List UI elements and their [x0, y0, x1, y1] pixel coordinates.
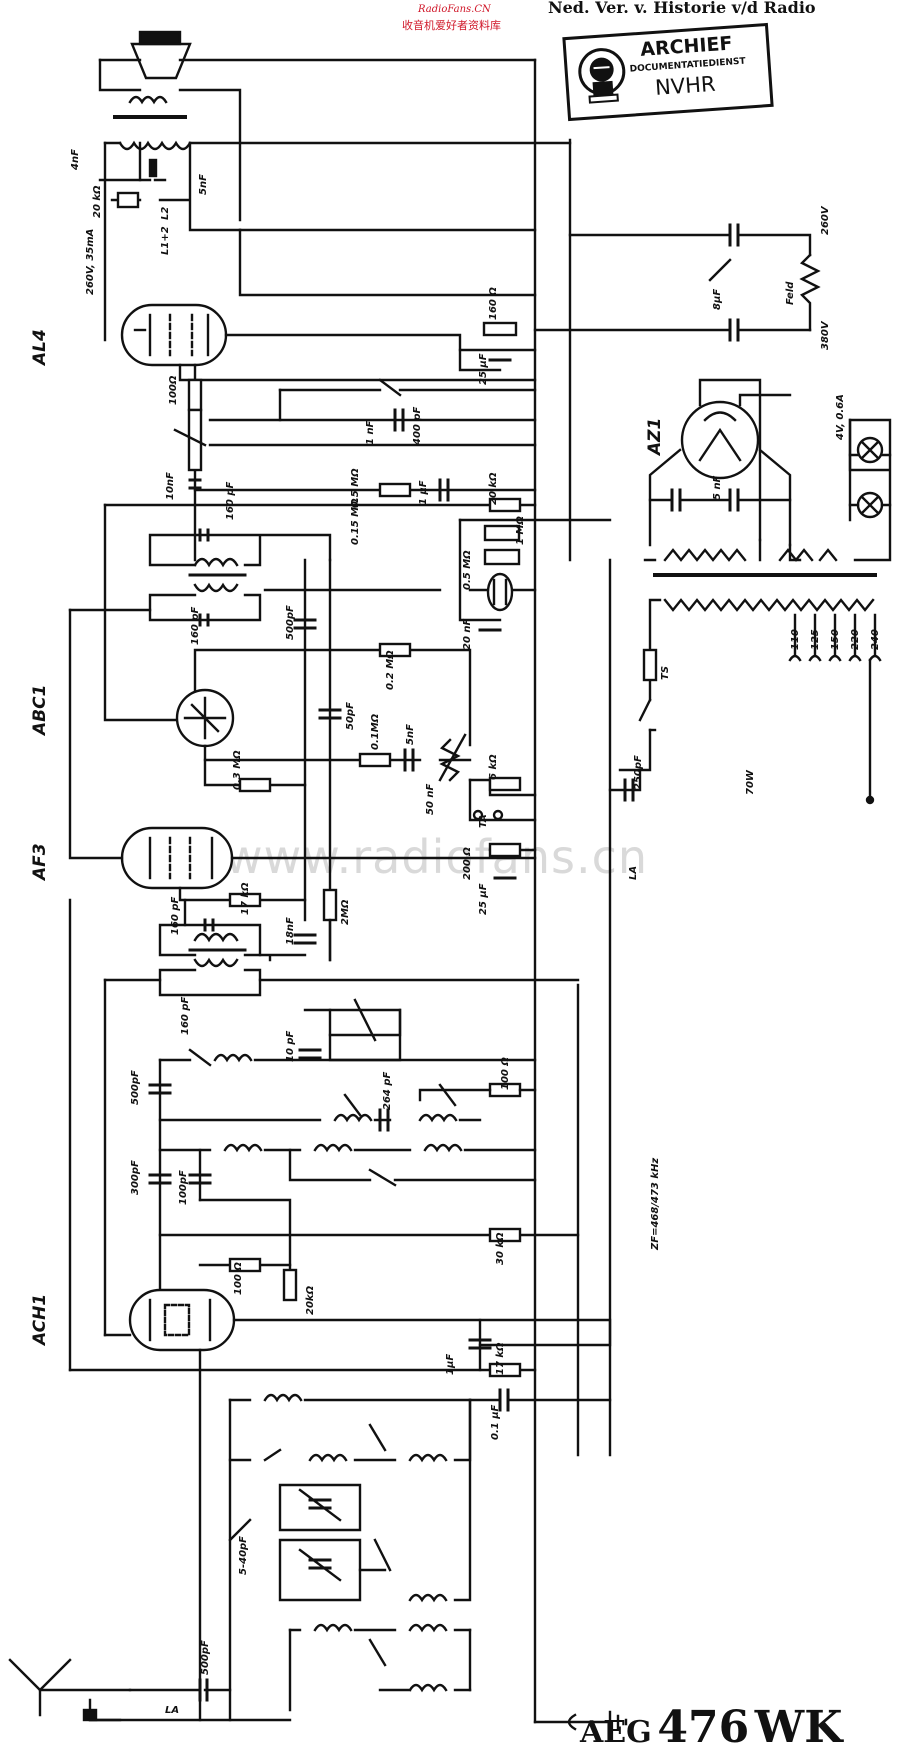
label-v-260: 260V: [820, 206, 831, 235]
label-c-300pf: 300pF: [130, 1160, 141, 1195]
label-r-100: 100Ω: [168, 375, 179, 405]
label-c-540pf: 5-40pF: [238, 1535, 249, 1575]
label-v-380: 380V: [820, 321, 831, 350]
label-r-1m: 1 MΩ: [515, 516, 526, 545]
tube-label-al4: AL4: [30, 329, 50, 365]
tube-label-af3: AF3: [30, 843, 50, 880]
label-v-260-35: 260V, 35mA: [85, 228, 96, 295]
label-c-50pf: 50pF: [345, 702, 356, 730]
label-70w: 70W: [745, 770, 756, 795]
label-r-03m: 0.3 MΩ: [232, 750, 243, 790]
model-number: 476: [657, 1702, 750, 1753]
label-l1l2: L1+2: [160, 226, 171, 255]
label-c-10nf: 10nF: [165, 472, 176, 500]
label-c-1nf: 1 nF: [365, 420, 376, 445]
label-r-20k-b: 20 kΩ: [488, 472, 499, 505]
if-transformer-1: [158, 898, 317, 997]
label-c-1uf-b: 1µF: [445, 1353, 456, 1375]
label-c-5nf-b: 5nF: [405, 724, 416, 745]
label-zf: ZF=468/473 kHz: [650, 1157, 661, 1250]
label-c-500pf-b: 500pF: [130, 1070, 141, 1105]
source-site-subtitle: 收音机爱好者资料库: [402, 19, 501, 32]
label-c-25uf-b: 25 µF: [478, 883, 489, 915]
model-suffix: WK: [754, 1702, 843, 1753]
tube-az1: [680, 400, 760, 480]
tube-ach1: [128, 1288, 236, 1352]
label-c-500pf-c: 500pF: [200, 1640, 211, 1675]
label-r-20k: 20 kΩ: [92, 185, 103, 218]
if-transformer-2: [68, 528, 537, 627]
label-tap-220: 220: [850, 629, 861, 650]
label-r-100b: 100 Ω: [500, 1057, 511, 1090]
label-r-200: 200 Ω: [462, 847, 473, 880]
archive-stamp: ARCHIEF DOCUMENTATIEDIENST NVHR: [562, 22, 774, 122]
label-r-30k: 30 kΩ: [495, 1232, 506, 1265]
archive-title: Ned. Ver. v. Historie v/d Radio: [548, 0, 816, 17]
ground-icon: [533, 1710, 628, 1734]
label-c-4nf: 4nF: [70, 149, 81, 170]
label-c-50nf: 50 nF: [425, 783, 436, 815]
label-c-160pf-d: 160 pF: [180, 996, 191, 1035]
label-c-5nf: 5nF: [198, 174, 209, 195]
label-c-8uf: 8µF: [712, 288, 723, 310]
label-ta: TA: [478, 814, 489, 828]
label-c-1uf: 1 µF: [418, 480, 429, 505]
tube-af3: [120, 826, 234, 890]
label-tap-240: 240: [870, 629, 881, 650]
label-ts: TS: [660, 665, 671, 680]
label-r-100c: 100 Ω: [233, 1262, 244, 1295]
label-l2: L2: [160, 206, 171, 220]
label-r-2m: 2MΩ: [340, 899, 351, 925]
label-tap-110: 110: [790, 629, 801, 650]
model-brand: AEG: [580, 1715, 652, 1750]
label-c-25uf-a: 25 µF: [478, 353, 489, 385]
source-site-name: RadioFans.CN: [418, 4, 491, 15]
label-r-160: 160 Ω: [488, 287, 499, 320]
label-feld: Feld: [785, 281, 796, 305]
label-r-6k: 6 kΩ: [488, 754, 499, 780]
label-c-160pf-b: 160 pF: [190, 606, 201, 645]
label-r-01m: 0.1MΩ: [370, 713, 381, 750]
label-c-160pf-c: 160 pF: [170, 896, 181, 935]
label-c-250pf: 250pF: [633, 755, 644, 790]
label-r-05m-b: 0.5 MΩ: [462, 550, 473, 590]
tube-label-az1: AZ1: [645, 417, 665, 455]
label-tap-125: 125: [810, 629, 821, 650]
label-c-01uf: 0.1 µF: [490, 1404, 501, 1440]
label-r-17k-b: 17 kΩ: [495, 1342, 506, 1375]
tube-abc1: [175, 688, 235, 748]
output-transformer: [103, 95, 572, 342]
label-c-160pf-a: 160 pF: [225, 481, 236, 520]
label-c-100pf: 100pF: [178, 1170, 189, 1205]
nvhr-logo-icon: [578, 48, 626, 104]
mains-transformer: [653, 548, 877, 612]
label-r-02m: 0.2 MΩ: [385, 650, 396, 690]
label-c-18nf: 18nF: [285, 917, 296, 945]
label-la-mains: LA: [628, 865, 639, 880]
label-c-az-5nf: 5 nF: [712, 475, 723, 500]
label-c-500pf-a: 500pF: [285, 605, 296, 640]
antenna-icon: [8, 1658, 72, 1717]
tube-label-abc1: ABC1: [30, 684, 50, 735]
label-lamp: 4V, 0.6A: [835, 394, 846, 440]
label-c-400pf: 400 pF: [412, 406, 423, 445]
label-r-17k-a: 17 kΩ: [240, 882, 251, 915]
label-r-20k-c: 20kΩ: [305, 1285, 316, 1315]
model-name: AEG 476 WK: [580, 1702, 842, 1753]
tube-al4: [120, 303, 228, 367]
label-tap-150: 150: [830, 629, 841, 650]
label-c-264pf: 264 pF: [382, 1071, 393, 1110]
label-c-20nf: 20 nF: [462, 618, 473, 650]
loudspeaker-icon: [98, 30, 537, 222]
label-r-015m: 0.15 MΩ: [350, 498, 361, 545]
tube-label-ach1: ACH1: [30, 1293, 50, 1345]
label-c-10pf: 10 pF: [285, 1030, 296, 1062]
label-la-antenna: LA: [165, 1705, 180, 1716]
